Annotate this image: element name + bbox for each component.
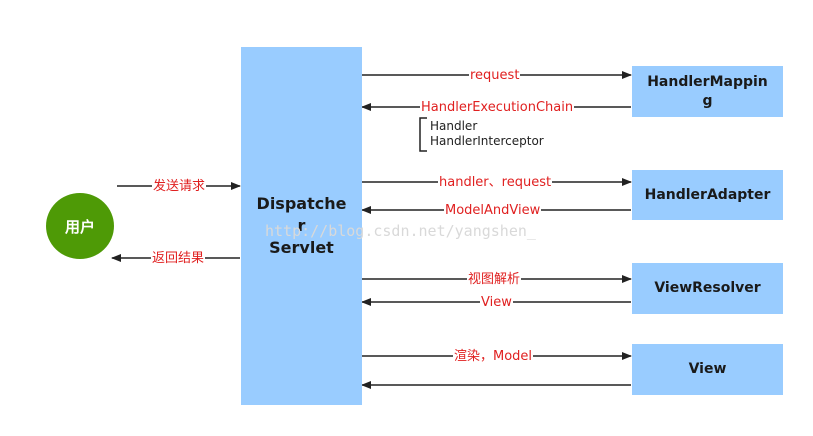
label-handler-execution-chain: HandlerExecutionChain <box>420 100 575 115</box>
dispatcher-label-line2: r <box>297 216 306 235</box>
handler-mapping-box: HandlerMappin g <box>632 66 783 117</box>
label-request: request <box>469 68 521 83</box>
view-label: View <box>688 361 727 377</box>
label-return-result: 返回结果 <box>151 251 206 266</box>
view-resolver-label: ViewResolver <box>654 280 761 296</box>
handler-mapping-label-line1: HandlerMappin <box>647 73 768 90</box>
handler-adapter-box: HandlerAdapter <box>632 170 783 220</box>
note-handler-interceptor: HandlerInterceptor <box>430 134 544 148</box>
label-view-parse: 视图解析 <box>467 272 522 287</box>
label-handler-request: handler、request <box>438 175 553 190</box>
label-model-and-view: ModelAndView <box>444 203 542 218</box>
dispatcher-servlet-box: Dispatche r Servlet <box>241 47 362 405</box>
dispatcher-label-line3: Servlet <box>269 238 334 257</box>
view-resolver-box: ViewResolver <box>632 263 783 314</box>
chain-bracket <box>419 117 427 152</box>
watermark-text: http://blog.csdn.net/yangshen_ <box>265 222 536 240</box>
user-node: 用户 <box>46 193 114 259</box>
note-handler: Handler <box>430 119 478 133</box>
label-view-return: View <box>480 295 513 310</box>
label-render-model: 渲染，Model <box>453 349 534 364</box>
label-send-request: 发送请求 <box>152 179 207 194</box>
view-box: View <box>632 344 783 395</box>
handler-mapping-label-line2: g <box>702 92 713 109</box>
dispatcher-label-line1: Dispatche <box>256 194 347 213</box>
user-label: 用户 <box>64 217 95 236</box>
handler-adapter-label: HandlerAdapter <box>644 186 771 203</box>
